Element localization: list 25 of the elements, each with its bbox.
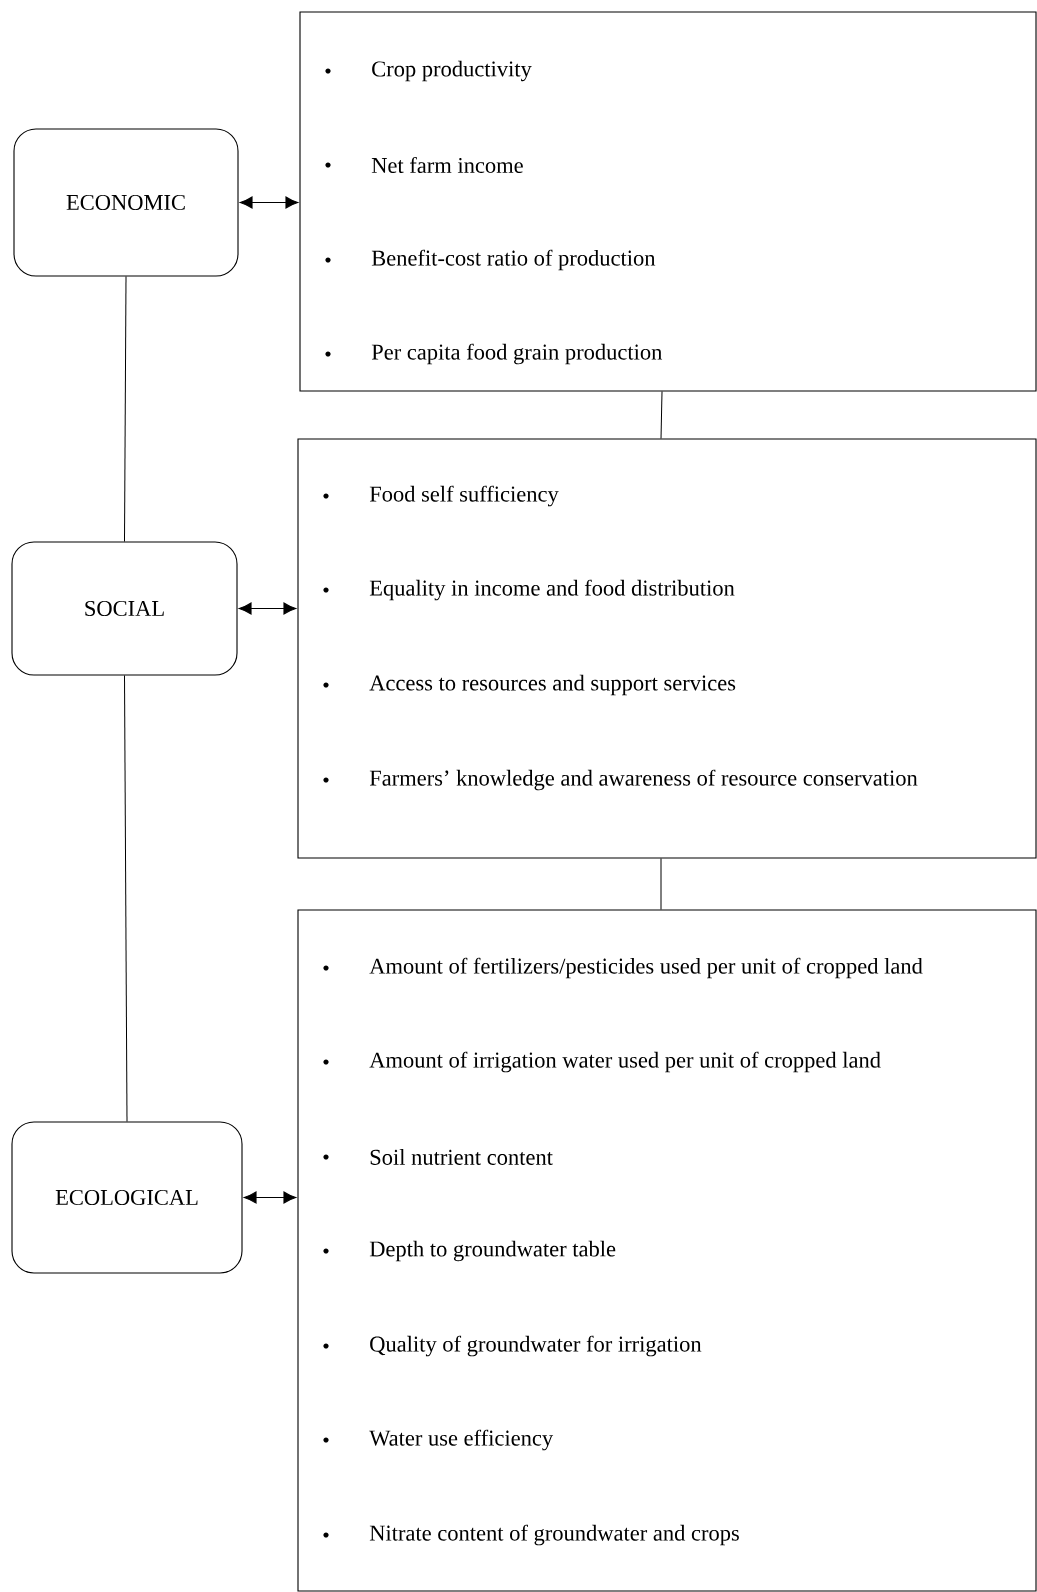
list-item: Amount of irrigation water used per unit of cropped land — [369, 1051, 881, 1073]
double-arrow — [243, 1191, 297, 1204]
list-item: Per capita food grain production — [371, 343, 663, 365]
category-box: ECONOMIC — [13, 128, 239, 277]
list-item: Soil nutrient content — [370, 1149, 553, 1165]
category-box: ECOLOGICAL — [11, 1121, 243, 1274]
list-item: Nitrate content of groundwater and crops — [369, 1524, 739, 1546]
connector-line — [124, 276, 127, 542]
double-arrow — [238, 602, 297, 615]
connector-line — [660, 858, 662, 910]
list-item: Depth to groundwater table — [369, 1240, 616, 1262]
list-item: Food self sufficiency — [369, 485, 559, 507]
connector-line — [660, 391, 663, 439]
list-item: Farmers’ knowledge and awareness of resource conservation — [369, 769, 918, 791]
list-item: Equality in income and food distribution — [369, 579, 735, 601]
category-box: SOCIAL — [11, 541, 238, 676]
connector-line — [124, 675, 128, 1122]
list-item: Water use efficiency — [369, 1429, 554, 1451]
double-arrow — [239, 196, 299, 209]
list-item: Benefit-cost ratio of production — [371, 249, 656, 271]
list-item: Net farm income — [371, 156, 523, 173]
list-item: Quality of groundwater for irrigation — [370, 1335, 702, 1357]
list-item: Access to resources and support services — [369, 674, 736, 696]
list-item: Crop productivity — [372, 60, 532, 82]
list-item: Amount of fertilizers/pesticides used per unit of cropped land — [369, 957, 923, 979]
